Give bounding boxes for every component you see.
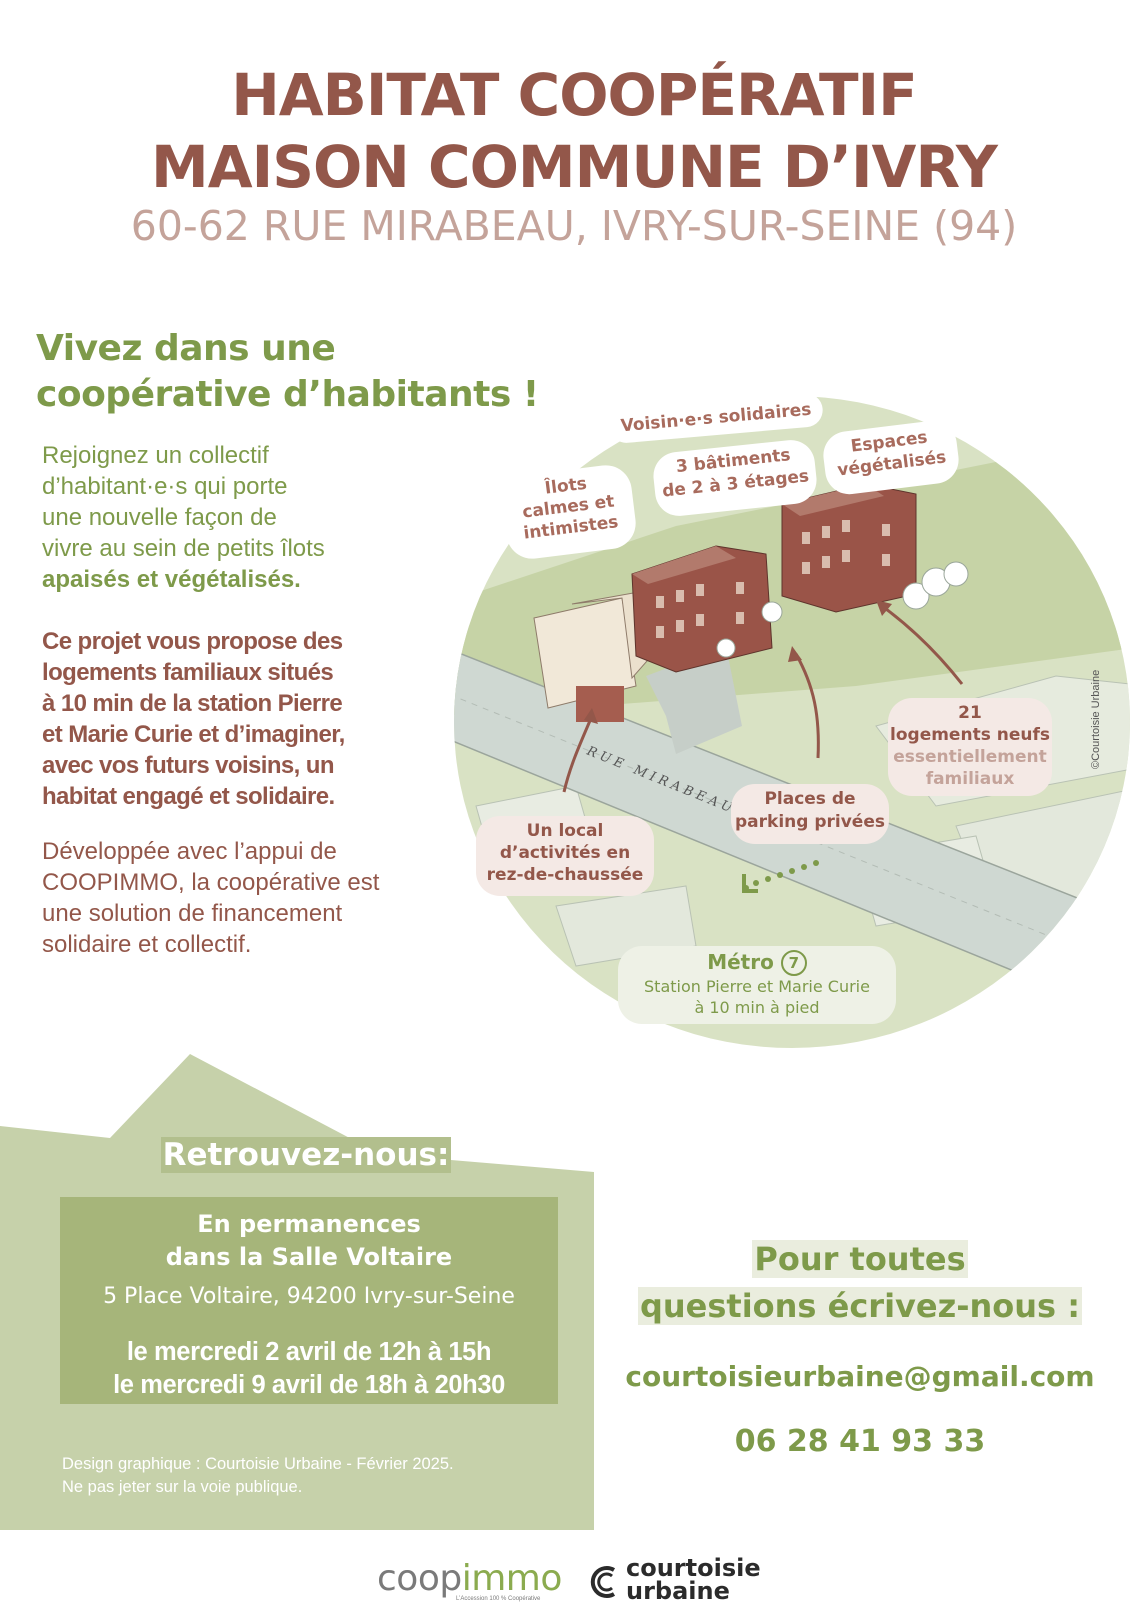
metro-station: Station Pierre et Marie Curie [644, 977, 870, 996]
text-line: solidaire et collectif. [42, 931, 252, 958]
building-shadow [646, 646, 742, 754]
contact-heading-1: Pour toutes [620, 1240, 1100, 1278]
bubble-logements: 21 logements neufs essentiellement famil… [888, 698, 1052, 796]
text-line: Développée avec l’appui de [42, 838, 337, 865]
bubble-line: Places de [764, 789, 856, 809]
text-line: vivre au sein de petits îlots [42, 535, 325, 562]
meet-date: le mercredi 2 avril de 12h à 15h [126, 1338, 492, 1366]
text-line: avec vos futurs voisins, un [42, 752, 335, 779]
meet-dates: le mercredi 2 avril de 12h à 15h le merc… [60, 1336, 558, 1402]
intro-paragraph-3: Développée avec l’appui de COOPIMMO, la … [42, 836, 432, 960]
metro-title: Métro [707, 950, 774, 974]
meet-title-text: Retrouvez-nous: [160, 1137, 452, 1173]
text-line: Ce projet vous propose des [42, 628, 343, 655]
metro-line-7-icon: 7 [780, 950, 807, 976]
bubble-line: rez-de-chaussée [486, 865, 644, 885]
design-credit: Design graphique : Courtoisie Urbaine - … [62, 1453, 454, 1499]
meet-date: le mercredi 9 avril de 18h à 20h30 [113, 1371, 505, 1399]
metro-title-row: Métro 7 [618, 946, 896, 976]
meet-place-heading: En permanences dans la Salle Voltaire [60, 1208, 558, 1274]
bubble-line: 21 [958, 703, 982, 723]
logo-text: immo [461, 1558, 563, 1599]
photo-credit: ©Courtoisie Urbaine [1090, 670, 1102, 769]
title-line-1: HABITAT COOPÉRATIF [231, 61, 918, 129]
metro-corner-mark [742, 874, 758, 893]
bubble-local-activites: Un local d’activités en rez-de-chaussée [476, 816, 654, 896]
arrow-heads [584, 600, 892, 724]
credit-line: Ne pas jeter sur la voie publique. [62, 1478, 303, 1496]
meet-line: En permanences [197, 1210, 421, 1238]
text-line: habitat engagé et solidaire. [42, 783, 335, 810]
intro-heading-line: Vivez dans une [36, 328, 336, 369]
logo-text: urbaine [626, 1577, 730, 1605]
metro-time: à 10 min à pied [694, 998, 820, 1017]
trees [716, 561, 969, 658]
bubble-line: essentiellement [893, 747, 1047, 767]
title-line-2: MAISON COMMUNE D’IVRY [151, 133, 998, 201]
bubble-line: d’activités en [499, 843, 631, 863]
bubble-line: familiaux [925, 769, 1015, 789]
shop-front [576, 686, 624, 722]
bubble-line: logements neufs [890, 725, 1050, 745]
contact-heading-text: Pour toutes [752, 1240, 968, 1278]
text-line: logements familiaux situés [42, 659, 334, 686]
intro-heading: Vivez dans une coopérative d’habitants ! [36, 326, 539, 418]
bubble-line: Un local [526, 821, 604, 841]
courtoisie-urbaine-logo-icon [590, 1566, 616, 1598]
text-line: à 10 min de la station Pierre [42, 690, 343, 717]
meet-address: 5 Place Voltaire, 94200 Ivry-sur-Seine [103, 1284, 515, 1309]
meet-line: dans la Salle Voltaire [165, 1243, 453, 1271]
intro-paragraph-1: Rejoignez un collectif d’habitant·e·s qu… [42, 440, 432, 595]
bubble-ilots: Îlots calmes et intimistes [499, 462, 639, 562]
coopimmo-tagline: L’Accession 100 % Coopérative [456, 1596, 541, 1602]
contact-phone[interactable]: 06 28 41 93 33 [734, 1424, 986, 1459]
credit-line: Design graphique : Courtoisie Urbaine - … [62, 1455, 454, 1473]
windows [656, 520, 890, 638]
text-line-bold: apaisés et végétalisés. [42, 566, 301, 593]
bubble-line: parking privées [735, 812, 885, 832]
meet-box [60, 1197, 558, 1404]
intro-paragraph-2: Ce projet vous propose des logements fam… [42, 626, 432, 812]
intro-heading-line: coopérative d’habitants ! [36, 374, 539, 415]
text-line: et Marie Curie et d’imaginer, [42, 721, 345, 748]
courtoisie-urbaine-logo: courtoisie urbaine [626, 1554, 761, 1605]
bubble-metro: Métro 7 Station Pierre et Marie Curie à … [618, 946, 896, 1024]
text-line: une nouvelle façon de [42, 504, 277, 531]
contact-heading-2: questions écrivez-nous : [620, 1287, 1100, 1325]
arrows [562, 604, 964, 793]
meet-title: Retrouvez-nous: [0, 1137, 612, 1173]
logo-text: coop [377, 1558, 462, 1599]
text-line: une solution de financement [42, 900, 343, 927]
text-line: COOPIMMO, la coopérative est [42, 869, 380, 896]
address: 60-62 RUE MIRABEAU, IVRY-SUR-SEINE (94) [130, 202, 1018, 250]
contact-heading-text: questions écrivez-nous : [637, 1287, 1083, 1325]
bubble-parking: Places de parking privées [731, 784, 889, 844]
coopimmo-logo: coopimmo [377, 1561, 562, 1597]
text-line: d’habitant·e·s qui porte [42, 473, 288, 500]
logo-text: courtoisie [626, 1554, 761, 1582]
contact-email[interactable]: courtoisieurbaine@gmail.com [625, 1360, 1095, 1393]
text-line: Rejoignez un collectif [42, 442, 269, 469]
building-old [533, 597, 637, 709]
building-brick-1-roof [632, 546, 736, 584]
